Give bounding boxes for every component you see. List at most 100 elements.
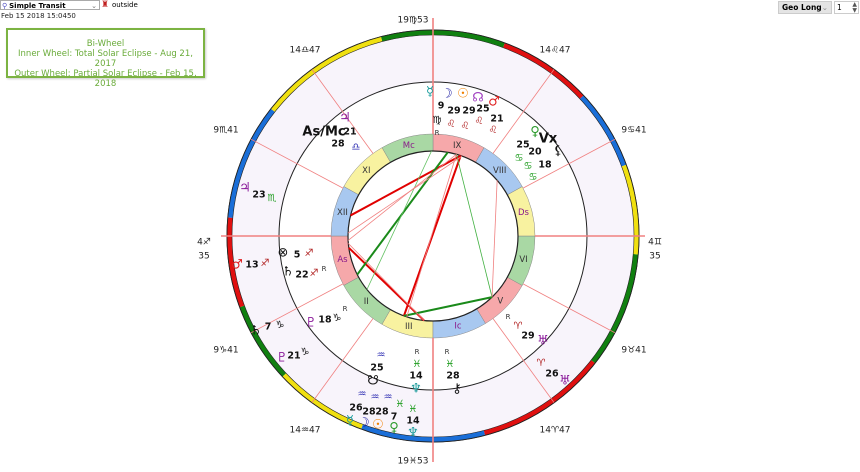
aspect-line <box>491 180 498 298</box>
neptune-sign-icon: ♓ <box>409 404 418 415</box>
house-label-7: Ds <box>518 208 530 218</box>
outer-planet-mars: ♂13♐ <box>231 258 269 273</box>
inner-planet-south-node: ☋25♒ <box>367 350 385 389</box>
placement-label[interactable]: outside <box>112 1 138 9</box>
cusp-label-9: 14♌47 <box>540 46 571 56</box>
cusp-line-12 <box>250 138 344 189</box>
saturn-icon: ♄ <box>250 324 262 339</box>
neptune-degree: 14 <box>406 416 420 427</box>
lilith-degree: 18 <box>538 160 552 171</box>
pluto-degree: 21 <box>287 351 300 362</box>
mercury-sign-icon: ♍ <box>433 115 442 126</box>
south-node-sign-icon: ♒ <box>377 350 386 361</box>
search-chart-icon: ⚲ <box>2 2 8 10</box>
moon-degree: 29 <box>447 106 460 117</box>
wheel-spinner[interactable]: 1 ▲▼ <box>834 1 859 14</box>
zodiac-segment <box>361 424 486 442</box>
inner-planet-part-of-fortune: ⊗5♐ <box>278 246 314 261</box>
inner-planet-mercury: ☿9♍R <box>426 85 444 138</box>
house-label-2: II <box>364 297 369 307</box>
uranus-sign-icon: ♈ <box>537 358 546 369</box>
person-figure-icon[interactable]: ♜ <box>101 0 110 10</box>
zodiac-segment <box>227 217 245 308</box>
zodiac-segment <box>503 42 584 99</box>
outer-planet-moon: ☽28♒ <box>358 392 379 431</box>
south-node-icon: ☋ <box>367 374 379 389</box>
chart-type-value: Simple Transit <box>9 2 66 10</box>
cusp-line-11 <box>311 69 374 154</box>
cusp-label-1: 4♐ <box>197 238 211 248</box>
uranus-retrograde: R <box>506 313 511 321</box>
spinner-value: 1 <box>837 3 842 12</box>
uranus-degree: 29 <box>521 331 534 342</box>
datetime-label: Feb 15 2018 15:0450 <box>1 12 76 20</box>
coordinate-select[interactable]: Geo Long ⌄ <box>778 1 832 14</box>
inner-planet-sun: ☉29♌ <box>457 87 475 133</box>
pluto-sign-icon: ♑ <box>301 347 310 358</box>
moon-sign-icon: ♒ <box>371 392 380 403</box>
outer-planet-mercury: ☿26♒ <box>346 389 367 429</box>
cusp-label-4: 19♓53 <box>398 457 429 467</box>
inner-planet-mars: ♂21♌ <box>488 95 503 137</box>
inner-planet-pluto: ♇18♑R <box>305 305 347 331</box>
zodiac-segment <box>579 95 627 167</box>
inner-planet-north-node: ☊25♌ <box>472 91 489 128</box>
house-label-10: Mc <box>403 141 415 151</box>
neptune-icon: ♆ <box>407 426 419 441</box>
jupiter-sign-icon: ♎ <box>352 142 361 153</box>
lilith-sign-icon: ♋ <box>529 172 538 183</box>
aspect-line <box>406 154 457 317</box>
chevron-down-icon: ⌄ <box>821 3 828 12</box>
cusp-line-2 <box>250 283 344 334</box>
venus-sign-icon: ♋ <box>515 153 524 164</box>
pluto-icon: ♇ <box>276 351 288 366</box>
chiron-icon: ⚷ <box>452 382 462 397</box>
zodiac-segment <box>282 373 363 430</box>
cusp-line-5 <box>492 318 555 403</box>
chart-info-box: Bi-Wheel Inner Wheel: Total Solar Eclips… <box>6 28 205 89</box>
cusp-line-6 <box>522 283 616 334</box>
chiron-retrograde: R <box>445 348 450 356</box>
vertex-sign-icon: ♋ <box>524 161 533 172</box>
mars-degree: 13 <box>245 260 258 271</box>
lilith-icon: ⚸ <box>553 144 563 159</box>
outer-planet-venus: ♀7♓ <box>389 399 404 436</box>
inner-planet-jupiter: ♃21♎ <box>339 111 360 154</box>
cusp-label-minutes-7: 35 <box>649 252 660 262</box>
outer-planet-pluto: ♇21♑ <box>276 347 309 366</box>
info-outer-wheel: Outer Wheel: Partial Solar Eclipse - Feb… <box>14 69 197 89</box>
info-title: Bi-Wheel <box>86 39 125 49</box>
saturn-sign-icon: ♐ <box>310 268 319 279</box>
north-node-degree: 25 <box>476 104 489 115</box>
cusp-line-9 <box>492 69 555 154</box>
inner-planet-neptune: ♆14♓R <box>409 348 423 397</box>
aspect-line <box>348 247 425 322</box>
pluto-degree: 18 <box>318 315 332 326</box>
cusp-label-3: 14♒47 <box>290 426 321 436</box>
uranus-sign-icon: ♈ <box>514 321 523 332</box>
zodiac-segment <box>621 164 639 255</box>
cusp-line-3 <box>311 318 374 403</box>
house-label-1: As <box>337 255 348 265</box>
as-mc-midpoint-degree: 28 <box>331 139 345 150</box>
cusp-label-7: 4♊ <box>648 238 662 248</box>
moon-icon: ☽ <box>441 87 453 102</box>
sun-sign-icon: ♌ <box>461 121 470 132</box>
north-node-sign-icon: ♌ <box>475 116 484 127</box>
saturn-degree: 7 <box>265 322 272 333</box>
part-of-fortune-icon: ⊗ <box>278 246 289 261</box>
cusp-label-8: 9♋41 <box>621 126 646 136</box>
mars-degree: 21 <box>490 114 503 125</box>
inner-planet-moon: ☽29♌ <box>441 87 460 131</box>
aspect-line <box>403 296 493 317</box>
vertex-icon: Vx <box>539 132 558 147</box>
house-label-4: Ic <box>454 322 462 332</box>
aspect-line <box>402 155 462 317</box>
zodiac-segment <box>380 30 505 48</box>
spinner-arrows-icon[interactable]: ▲▼ <box>852 1 857 14</box>
saturn-retrograde: R <box>322 265 327 273</box>
chart-type-select[interactable]: ⚲Simple Transit ⌄ <box>0 0 100 10</box>
outer-planet-neptune: ♆14♓ <box>406 404 420 441</box>
